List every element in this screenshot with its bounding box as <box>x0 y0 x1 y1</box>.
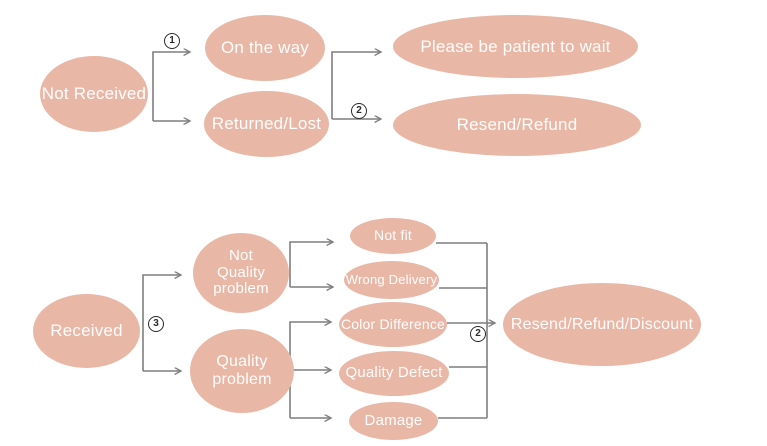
node-please-be-patient: Please be patient to wait <box>393 15 638 78</box>
connector-notquality-notfit <box>289 242 333 287</box>
connector-ontheway-pleasewait <box>331 52 381 119</box>
node-not-received: Not Received <box>40 56 148 132</box>
node-returned-lost: Returned/Lost <box>204 91 329 157</box>
badge-step-2-bottom: 2 <box>470 326 486 342</box>
node-received: Received <box>33 294 140 368</box>
node-not-quality-problem: Not Quality problem <box>193 233 289 313</box>
connector-notreceived-ontheway <box>152 52 190 121</box>
node-color-difference: Color Difference <box>339 302 447 347</box>
node-resend-refund-discount: Resend/Refund/Discount <box>503 283 701 366</box>
badge-step-3: 3 <box>148 316 164 332</box>
node-resend-refund: Resend/Refund <box>393 94 641 156</box>
node-quality-problem: Quality problem <box>190 329 294 413</box>
node-on-the-way: On the way <box>205 15 325 81</box>
badge-step-2-top: 2 <box>351 103 367 119</box>
node-wrong-delivery: Wrong Delivery <box>344 261 439 299</box>
badge-step-1: 1 <box>164 33 180 49</box>
node-damage: Damage <box>349 402 438 440</box>
node-not-fit: Not fit <box>350 218 436 254</box>
node-quality-defect: Quality Defect <box>339 351 449 396</box>
connector-received-notquality <box>142 275 181 371</box>
